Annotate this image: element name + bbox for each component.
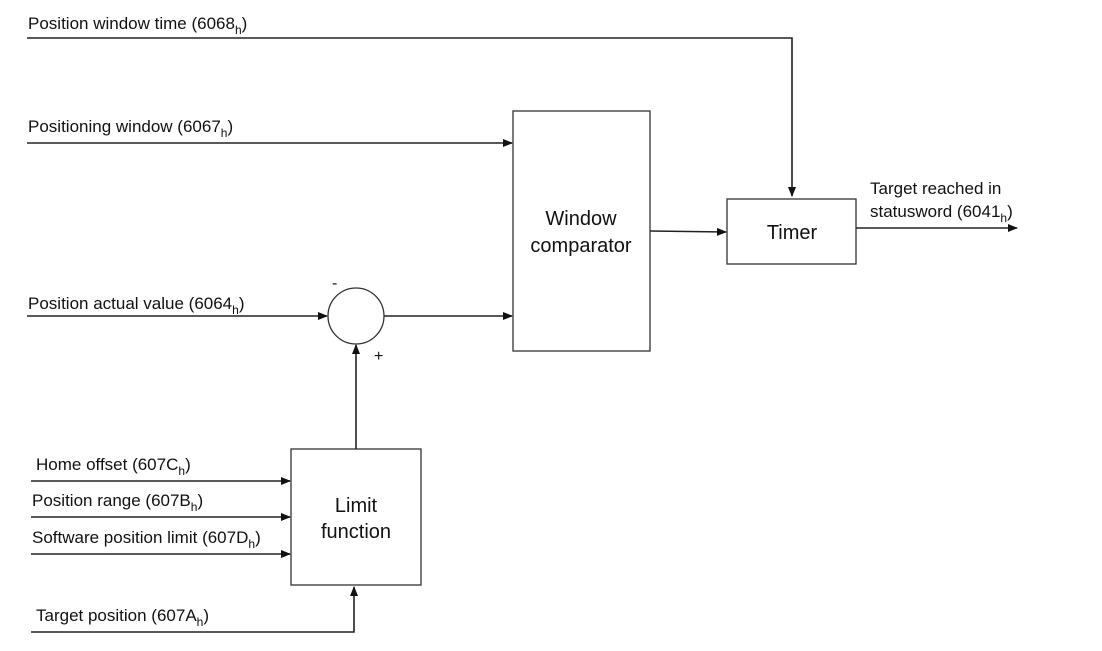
label-target-position: Target position (607A [36,606,197,625]
limit-function-label-line2: function [321,521,391,543]
signal-position-actual-value: Position actual value (6064h) [27,294,328,320]
wire-position-window-time [27,37,796,197]
svg-text:Positioning window (6067h): Positioning window (6067h) [28,117,233,140]
minus-sign: - [332,275,337,292]
label-position-window-time: Position window time (6068 [28,14,235,33]
timer-block: Timer [726,198,857,265]
summing-junction: - + [327,275,513,365]
signal-software-position-limit: Software position limit (607Dh) [31,528,291,558]
limit-function-block: Limit function [290,448,422,586]
label-position-actual-value: Position actual value (6064 [28,294,232,313]
svg-text:statusword (6041h): statusword (6041h) [870,202,1013,225]
svg-text:Home offset (607Ch): Home offset (607Ch) [36,455,191,478]
signal-positioning-window: Positioning window (6067h) [27,117,513,147]
label-home-offset: Home offset (607C [36,455,178,474]
svg-text:Target position (607Ah): Target position (607Ah) [36,606,209,629]
timer-box [726,198,857,265]
label-position-range: Position range (607B [32,491,191,510]
label-target-reached-line1: Target reached in [870,179,1001,198]
svg-text:Position range (607Bh): Position range (607Bh) [32,491,203,514]
signal-target-position: Target position (607Ah) [31,586,358,633]
label-software-position-limit: Software position limit (607D [32,528,248,547]
wire-comparator-to-timer [649,227,727,236]
signal-target-reached: Target reached in statusword (6041h) [856,179,1018,232]
label-target-reached-line2: statusword (6041 [870,202,1000,221]
plus-sign: + [374,348,383,365]
window-comparator-box [512,110,651,352]
wire-target-position [31,586,358,633]
summing-junction-circle [327,287,385,345]
window-comparator-block: Window comparator [512,110,651,352]
timer-label: Timer [767,222,818,244]
signal-position-range: Position range (607Bh) [31,491,291,521]
limit-function-box [290,448,422,586]
window-comparator-label-line2: comparator [530,235,631,257]
label-positioning-window: Positioning window (6067 [28,117,221,136]
svg-text:Software position limit (607Dh: Software position limit (607Dh) [32,528,261,551]
svg-text:Position actual value (6064h): Position actual value (6064h) [28,294,245,317]
limit-function-label-line1: Limit [335,495,378,517]
signal-position-window-time: Position window time (6068h) [27,14,796,197]
signal-home-offset: Home offset (607Ch) [31,455,291,485]
window-comparator-label-line1: Window [545,208,617,230]
svg-text:Position window time (6068h): Position window time (6068h) [28,14,247,37]
